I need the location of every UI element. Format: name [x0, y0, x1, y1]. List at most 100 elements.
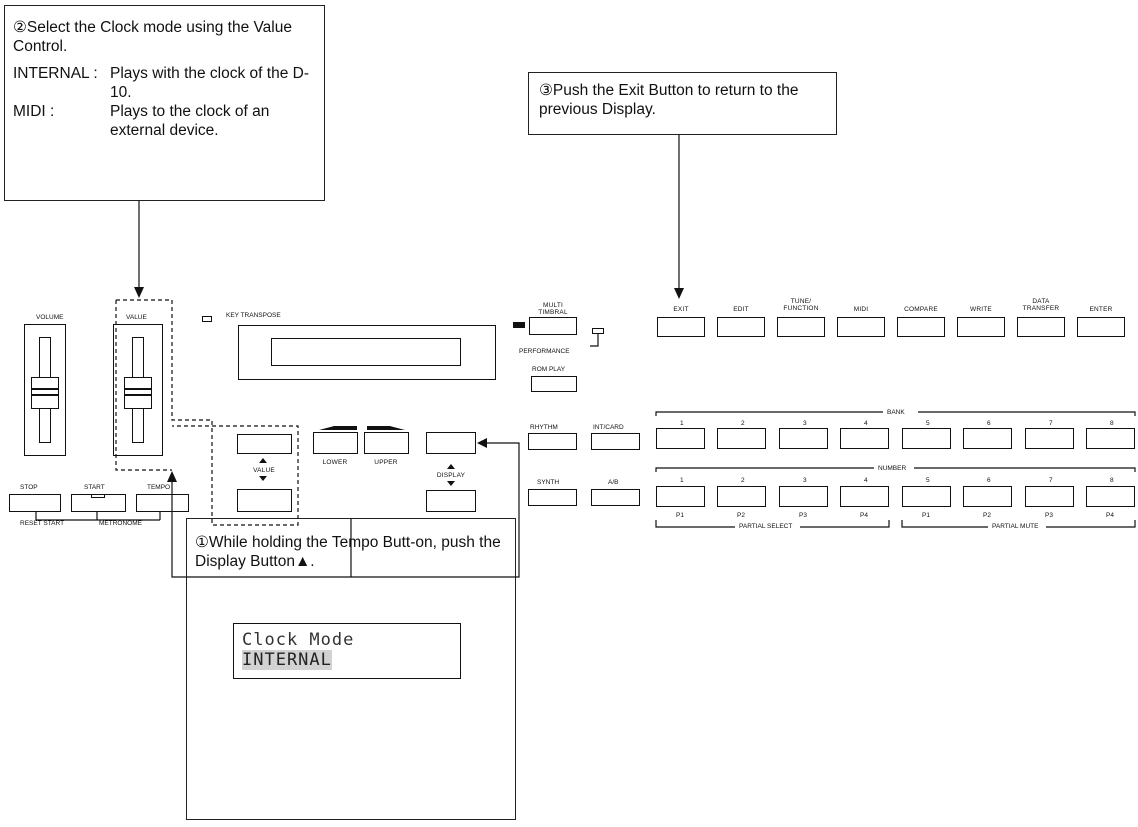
edit-label: EDIT — [733, 306, 749, 313]
display-down-button[interactable] — [426, 490, 476, 512]
bank-button[interactable] — [840, 428, 889, 449]
bank-number: 6 — [987, 420, 991, 427]
number-number: 8 — [1110, 477, 1114, 484]
bank-number: 1 — [680, 420, 684, 427]
display-down-arrow-icon — [447, 481, 455, 486]
number-button[interactable] — [840, 486, 889, 507]
key-transpose-led — [202, 316, 212, 322]
callout-step2-heading: ②Select the Clock mode using the Value C… — [13, 19, 292, 55]
number-button[interactable] — [963, 486, 1012, 507]
a-b-label: A/B — [608, 479, 619, 486]
int-card-label: INT/CARD — [593, 424, 624, 431]
exit-label: EXIT — [673, 306, 689, 313]
lower-button[interactable] — [313, 432, 358, 454]
number-number: 6 — [987, 477, 991, 484]
bank-number: 3 — [803, 420, 807, 427]
callout-step2: ②Select the Clock mode using the Value C… — [4, 5, 325, 201]
number-button[interactable] — [1086, 486, 1135, 507]
tempo-button[interactable] — [136, 494, 189, 512]
callout-step3-text: ③Push the Exit Button to return to the p… — [539, 82, 799, 118]
panel-lcd — [238, 325, 496, 380]
display-updown-label: DISPLAY — [436, 472, 466, 479]
number-number: 2 — [741, 477, 745, 484]
synth-button[interactable] — [528, 489, 577, 506]
number-button[interactable] — [779, 486, 828, 507]
multi-timbral-label: MULTI TIMBRAL — [538, 302, 568, 316]
bank-button[interactable] — [1025, 428, 1074, 449]
bank-button[interactable] — [656, 428, 705, 449]
partial-label: P3 — [799, 512, 807, 519]
tune-function-button[interactable] — [777, 317, 825, 337]
value-slider[interactable] — [113, 324, 163, 456]
lcd-line2: INTERNAL — [242, 650, 332, 670]
display-up-arrow-icon — [447, 464, 455, 469]
value-down-button[interactable] — [237, 489, 292, 512]
bank-number: 7 — [1049, 420, 1053, 427]
number-button[interactable] — [1025, 486, 1074, 507]
write-button[interactable] — [957, 317, 1005, 337]
data-transfer-button[interactable] — [1017, 317, 1065, 337]
value-updown-label: VALUE — [253, 467, 275, 474]
start-label: START — [84, 484, 105, 491]
tempo-label: TEMPO — [147, 484, 171, 491]
rom-play-button[interactable] — [531, 376, 577, 392]
partial-label: P1 — [676, 512, 684, 519]
edit-button[interactable] — [717, 317, 765, 337]
number-button[interactable] — [902, 486, 951, 507]
upper-arrow-icon — [367, 426, 405, 430]
volume-slider[interactable] — [24, 324, 66, 456]
number-number: 1 — [680, 477, 684, 484]
midi-term: MIDI : — [13, 103, 55, 120]
rom-play-label: ROM PLAY — [532, 366, 566, 373]
stop-button[interactable] — [9, 494, 61, 512]
bank-number: 4 — [864, 420, 868, 427]
value-knob[interactable] — [124, 377, 152, 409]
partial-label: P4 — [1106, 512, 1114, 519]
number-number: 7 — [1049, 477, 1053, 484]
synth-label: SYNTH — [537, 479, 560, 486]
multi-timbral-led — [513, 322, 525, 328]
compare-button[interactable] — [897, 317, 945, 337]
write-label: WRITE — [970, 306, 992, 313]
bank-number: 2 — [741, 420, 745, 427]
exit-button[interactable] — [657, 317, 705, 337]
callout-step1-text: ①While holding the Tempo Butt-on, push t… — [195, 534, 501, 570]
midi-desc: Plays to the clock of an external device… — [110, 103, 270, 139]
bank-button[interactable] — [717, 428, 766, 449]
bank-button[interactable] — [902, 428, 951, 449]
number-number: 5 — [926, 477, 930, 484]
a-b-button[interactable] — [591, 489, 640, 506]
int-card-button[interactable] — [591, 433, 640, 450]
callout-step3: ③Push the Exit Button to return to the p… — [528, 72, 837, 135]
multi-timbral-button[interactable] — [529, 317, 577, 335]
midi-button[interactable] — [837, 317, 885, 337]
lcd-line1: Clock Mode — [242, 630, 355, 650]
upper-button[interactable] — [364, 432, 409, 454]
number-button[interactable] — [717, 486, 766, 507]
value-down-arrow-icon — [259, 476, 267, 481]
bank-label: BANK — [885, 409, 907, 416]
upper-label: UPPER — [374, 459, 398, 466]
bank-button[interactable] — [779, 428, 828, 449]
value-up-button[interactable] — [237, 434, 292, 454]
volume-knob[interactable] — [31, 377, 59, 409]
stop-label: STOP — [20, 484, 38, 491]
performance-led — [592, 328, 604, 334]
lower-arrow-icon — [319, 426, 357, 430]
bank-number: 8 — [1110, 420, 1114, 427]
partial-label: P1 — [922, 512, 930, 519]
number-button[interactable] — [656, 486, 705, 507]
bank-button[interactable] — [963, 428, 1012, 449]
rhythm-button[interactable] — [528, 433, 577, 450]
enter-label: ENTER — [1089, 306, 1113, 313]
number-label: NUMBER — [876, 465, 909, 472]
enter-button[interactable] — [1077, 317, 1125, 337]
tune-function-label: TUNE/ FUNCTION — [783, 298, 819, 312]
bank-button[interactable] — [1086, 428, 1135, 449]
internal-desc: Plays with the clock of the D-10. — [110, 65, 309, 101]
value-up-arrow-icon — [259, 458, 267, 463]
value-label: VALUE — [126, 314, 147, 321]
partial-label: P2 — [983, 512, 991, 519]
display-up-button[interactable] — [426, 432, 476, 454]
